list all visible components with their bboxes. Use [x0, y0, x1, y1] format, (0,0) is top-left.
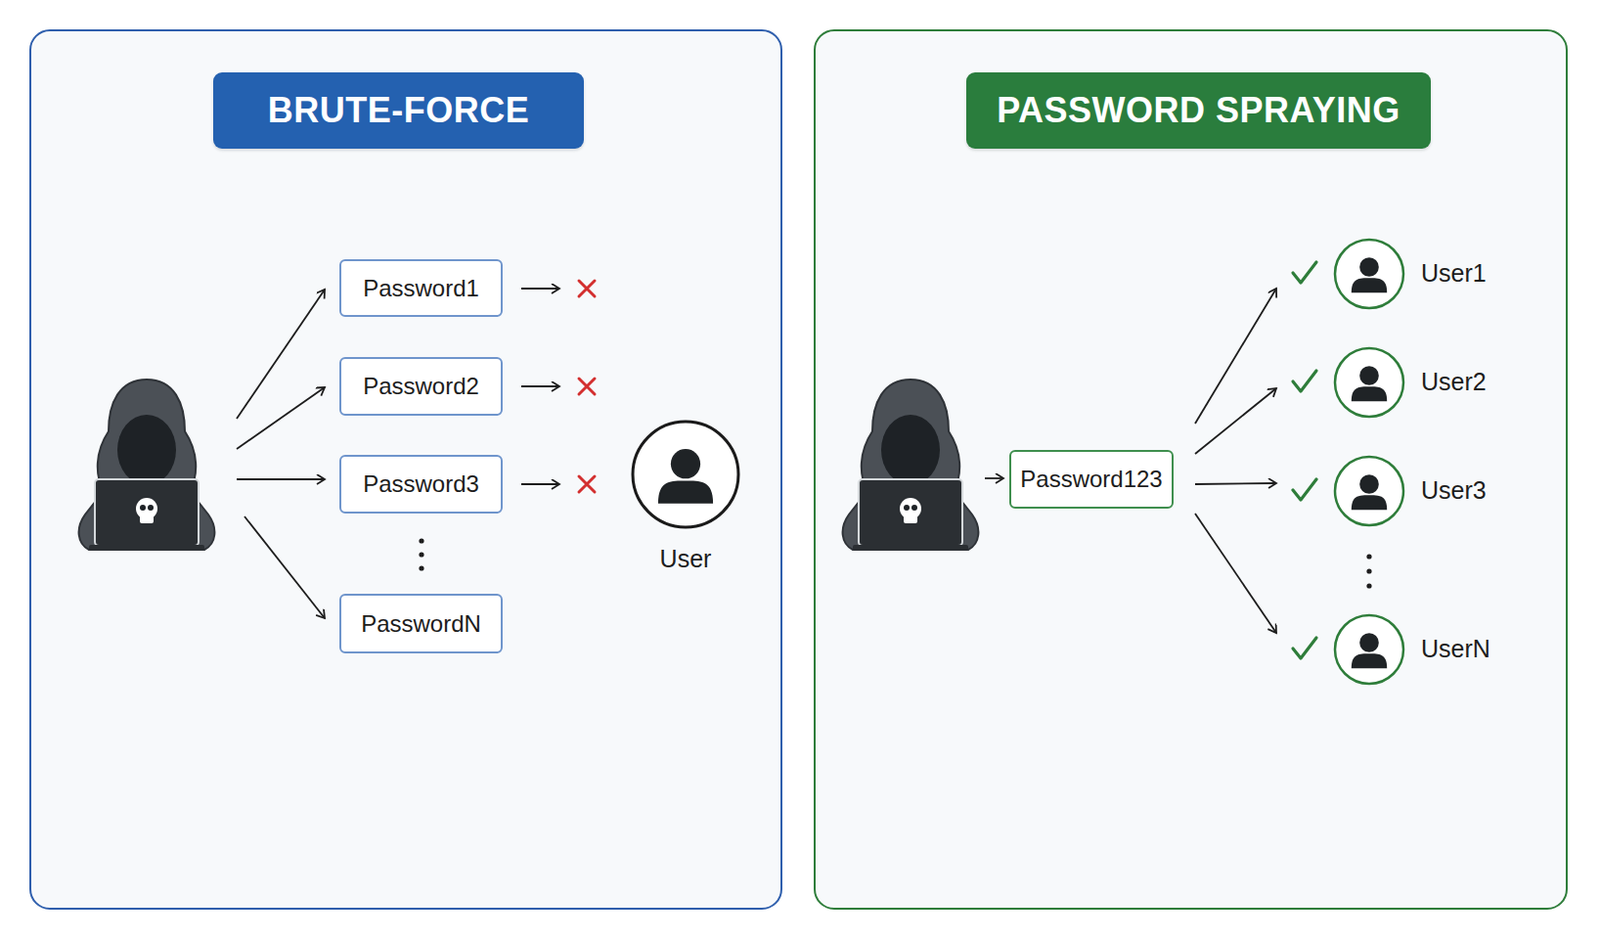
user-body [658, 480, 713, 503]
attempt-arrows [236, 288, 1004, 619]
user-node: User3 [1276, 453, 1502, 529]
user-head [1359, 365, 1379, 386]
spray-arrow [1195, 483, 1277, 485]
success-check [1292, 637, 1317, 659]
spraying-panel [814, 30, 1567, 909]
user-circle [1334, 348, 1404, 417]
heading-text: PASSWORD SPRAYING [996, 89, 1401, 132]
password-box: Password3 [339, 454, 503, 514]
user-node: User [625, 415, 746, 578]
panel-heading: BRUTE-FORCE [213, 72, 584, 149]
password-text: Password2 [362, 372, 480, 400]
user-circle [1334, 615, 1404, 684]
password-box: PasswordN [339, 593, 503, 654]
user-node: User1 [1276, 236, 1502, 312]
password-box: Password1 [339, 259, 503, 317]
attacker-icon [79, 379, 216, 551]
user-label: User1 [1421, 259, 1487, 288]
password-text: Password1 [362, 274, 480, 303]
password-text: Password3 [362, 470, 480, 498]
password-box: Password2 [339, 356, 503, 416]
brute-force-panel [30, 30, 782, 909]
success-check [1292, 370, 1317, 392]
user-head [1359, 474, 1379, 494]
user-label: User3 [1421, 476, 1487, 505]
spray-arrow [1195, 388, 1277, 454]
user-body [1351, 386, 1387, 401]
user-label: User2 [1421, 367, 1487, 397]
spray-arrow [1195, 288, 1277, 424]
password-text: Password123 [1020, 465, 1162, 493]
success-check [1292, 479, 1317, 500]
user-body [1351, 494, 1387, 510]
user-circle [632, 421, 739, 528]
user-circle [1334, 456, 1404, 526]
spray-arrow [1195, 513, 1277, 633]
fail-cross [578, 280, 595, 492]
user-circle [1334, 239, 1404, 309]
panel-heading: PASSWORD SPRAYING [966, 72, 1431, 149]
password-box: Password123 [1009, 449, 1174, 509]
user-label: UserN [1421, 634, 1491, 664]
user-body [1351, 653, 1387, 668]
ellipsis-dots [418, 537, 1372, 588]
user-node: UserN [1276, 612, 1502, 687]
attacker-icon [843, 379, 979, 551]
password-text: PasswordN [360, 610, 482, 638]
user-head [1359, 632, 1379, 653]
heading-text: BRUTE-FORCE [267, 89, 530, 132]
user-node: User2 [1276, 345, 1502, 420]
user-head [670, 448, 701, 479]
user-body [1351, 277, 1387, 293]
user-head [1359, 257, 1379, 277]
success-check [1292, 262, 1317, 283]
user-label: User [660, 544, 712, 574]
